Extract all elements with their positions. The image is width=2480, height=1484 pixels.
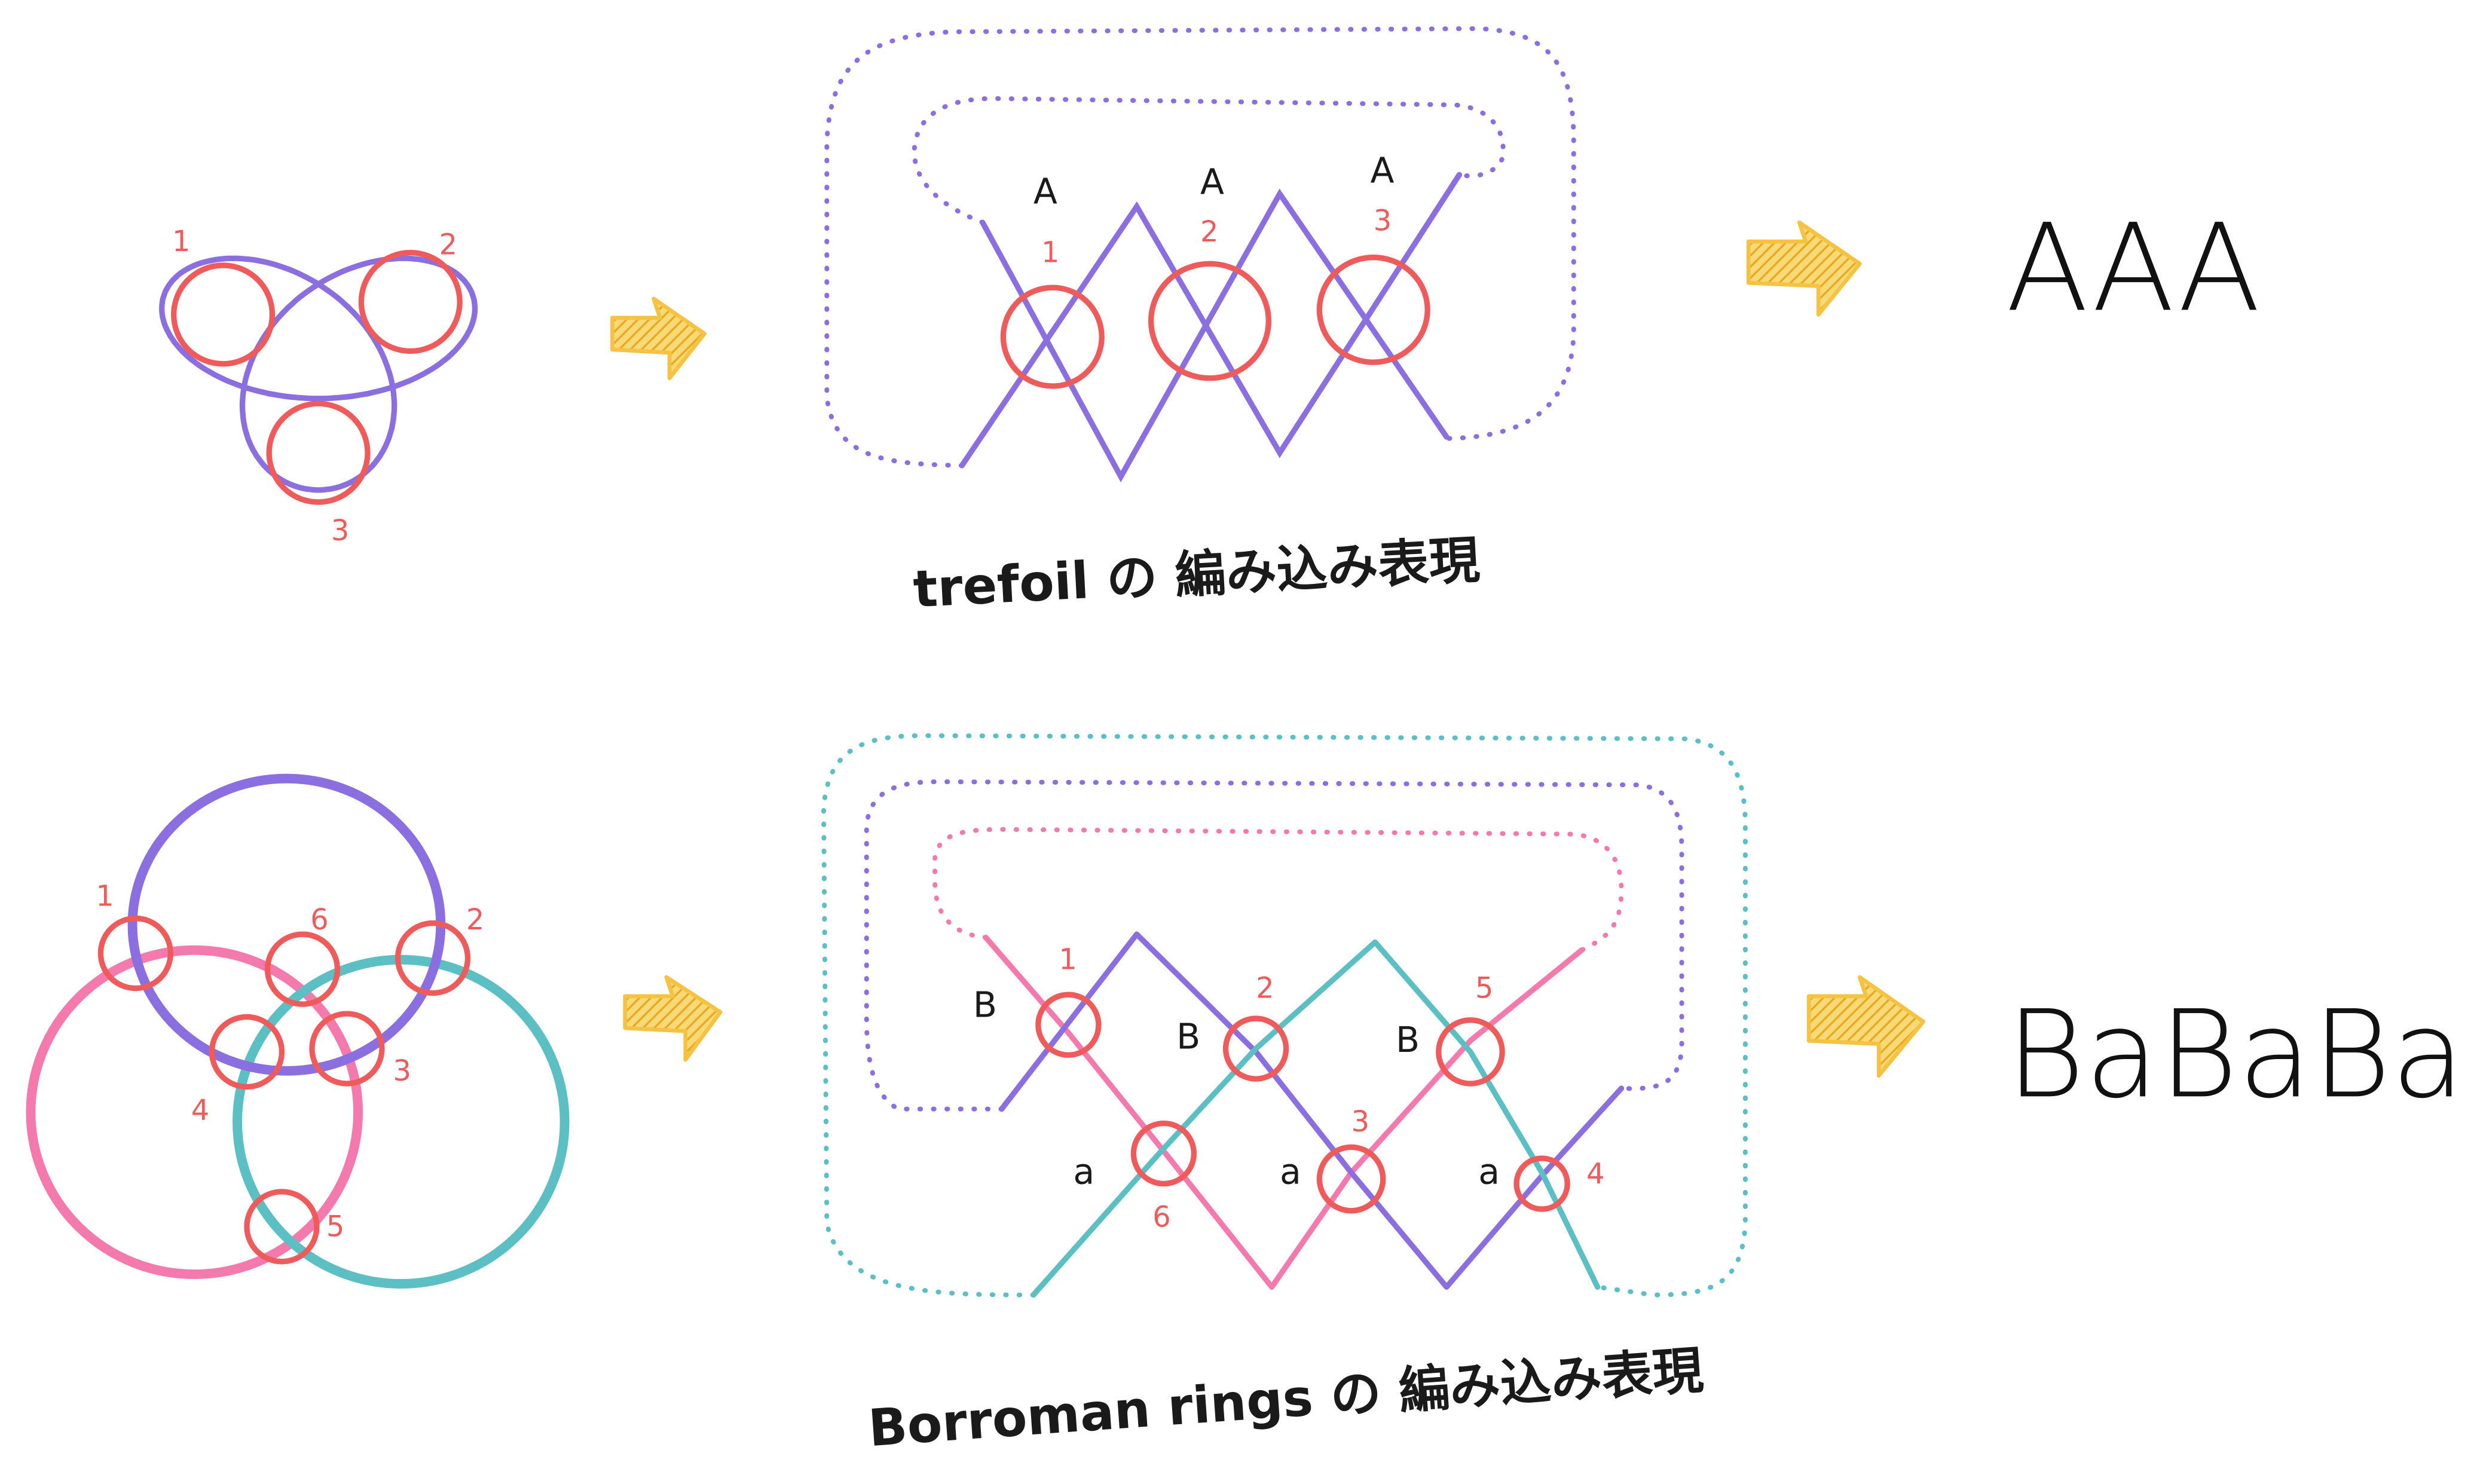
crossing-circle-1 xyxy=(171,262,276,367)
braid-crossing-number: 1 xyxy=(1041,237,1059,270)
hatched-arrow-right-icon xyxy=(1746,220,1862,317)
crossing-circle-2 xyxy=(395,920,471,996)
braid-closure-inner xyxy=(912,96,1506,225)
braid-strand-2 xyxy=(959,172,1463,469)
hatched-arrow-right-icon xyxy=(1806,975,1925,1078)
braid-crossing-circle xyxy=(1222,1015,1289,1082)
hatched-arrow-right-icon xyxy=(610,296,707,381)
crossing-number: 1 xyxy=(96,880,114,913)
braid-closure-teal xyxy=(821,733,1748,1298)
generator-label: B xyxy=(1396,1020,1420,1060)
borromean-braid: 1 2 5 6 3 4 B B B a a a xyxy=(821,733,1748,1298)
borromean-braid-word: BaBaBa xyxy=(2006,984,2465,1125)
crossing-circle-6 xyxy=(264,931,341,1007)
braid-crossing-number: 1 xyxy=(1059,944,1077,977)
braid-closure-purple xyxy=(864,779,1684,1112)
trefoil-knot: 1 2 3 xyxy=(159,225,478,547)
braid-crossing-circle xyxy=(1436,1017,1505,1087)
borromean-caption: Borroman rings の 編み込み表現 xyxy=(867,1341,1705,1458)
braid-closure-pink xyxy=(932,827,1624,953)
pink-ring xyxy=(26,945,363,1280)
crossing-circle-4 xyxy=(209,1014,285,1090)
crossing-circle-1 xyxy=(97,915,174,992)
crossing-number: 2 xyxy=(466,904,484,937)
trefoil-braid-word: AAA xyxy=(2006,197,2261,338)
braid-crossing-circle xyxy=(1148,261,1272,381)
braid-closure-outer xyxy=(824,26,1576,468)
braid-crossing-circle xyxy=(1513,1155,1570,1212)
braid-crossing-number: 6 xyxy=(1152,1201,1170,1234)
braid-crossing-circle xyxy=(1316,255,1430,365)
crossing-circle-3 xyxy=(266,400,371,505)
generator-label: B xyxy=(1176,1017,1200,1057)
braid-crossing-number: 2 xyxy=(1256,972,1274,1005)
braid-crossing-number: 3 xyxy=(1351,1106,1369,1139)
crossing-number: 3 xyxy=(331,515,349,547)
crossing-number: 1 xyxy=(172,225,190,258)
generator-label: a xyxy=(1073,1152,1094,1192)
braid-crossing-number: 5 xyxy=(1475,972,1493,1005)
braid-strand-pink xyxy=(983,934,1585,1290)
borromean-rings: 1 6 2 4 3 5 xyxy=(26,773,570,1289)
teal-ring xyxy=(233,954,570,1289)
braid-crossing-circle xyxy=(1130,1120,1197,1187)
crossing-circle-5 xyxy=(244,1189,320,1265)
generator-label: B xyxy=(973,984,997,1025)
crossing-number: 6 xyxy=(310,904,328,937)
generator-label: a xyxy=(1478,1152,1500,1192)
crossing-number: 4 xyxy=(191,1094,209,1127)
braid-strand-1 xyxy=(980,188,1450,483)
braid-crossing-circle xyxy=(1035,992,1102,1058)
braid-crossing-number: 3 xyxy=(1374,204,1392,237)
trefoil-caption: trefoil の 編み込み表現 xyxy=(912,531,1481,620)
purple-ring xyxy=(127,773,446,1076)
generator-label: A xyxy=(1033,171,1057,212)
braid-strand-teal xyxy=(1030,939,1601,1298)
crossing-circle-3 xyxy=(309,1011,385,1087)
crossing-number: 5 xyxy=(326,1210,344,1243)
trefoil-braid: 1 2 3 A A A xyxy=(824,26,1576,483)
trefoil-strand xyxy=(159,255,478,493)
generator-label: A xyxy=(1200,161,1224,202)
crossing-number: 2 xyxy=(439,228,457,261)
braid-crossing-circle xyxy=(1000,284,1105,389)
generator-label: a xyxy=(1280,1152,1301,1192)
braid-crossing-number: 2 xyxy=(1200,216,1218,249)
generator-label: A xyxy=(1370,151,1394,191)
braid-crossing-number: 4 xyxy=(1586,1158,1604,1191)
braid-crossing-circle xyxy=(1316,1144,1386,1214)
hatched-arrow-right-icon xyxy=(623,975,723,1062)
crossing-circle-2 xyxy=(358,250,463,354)
crossing-number: 3 xyxy=(393,1055,411,1088)
